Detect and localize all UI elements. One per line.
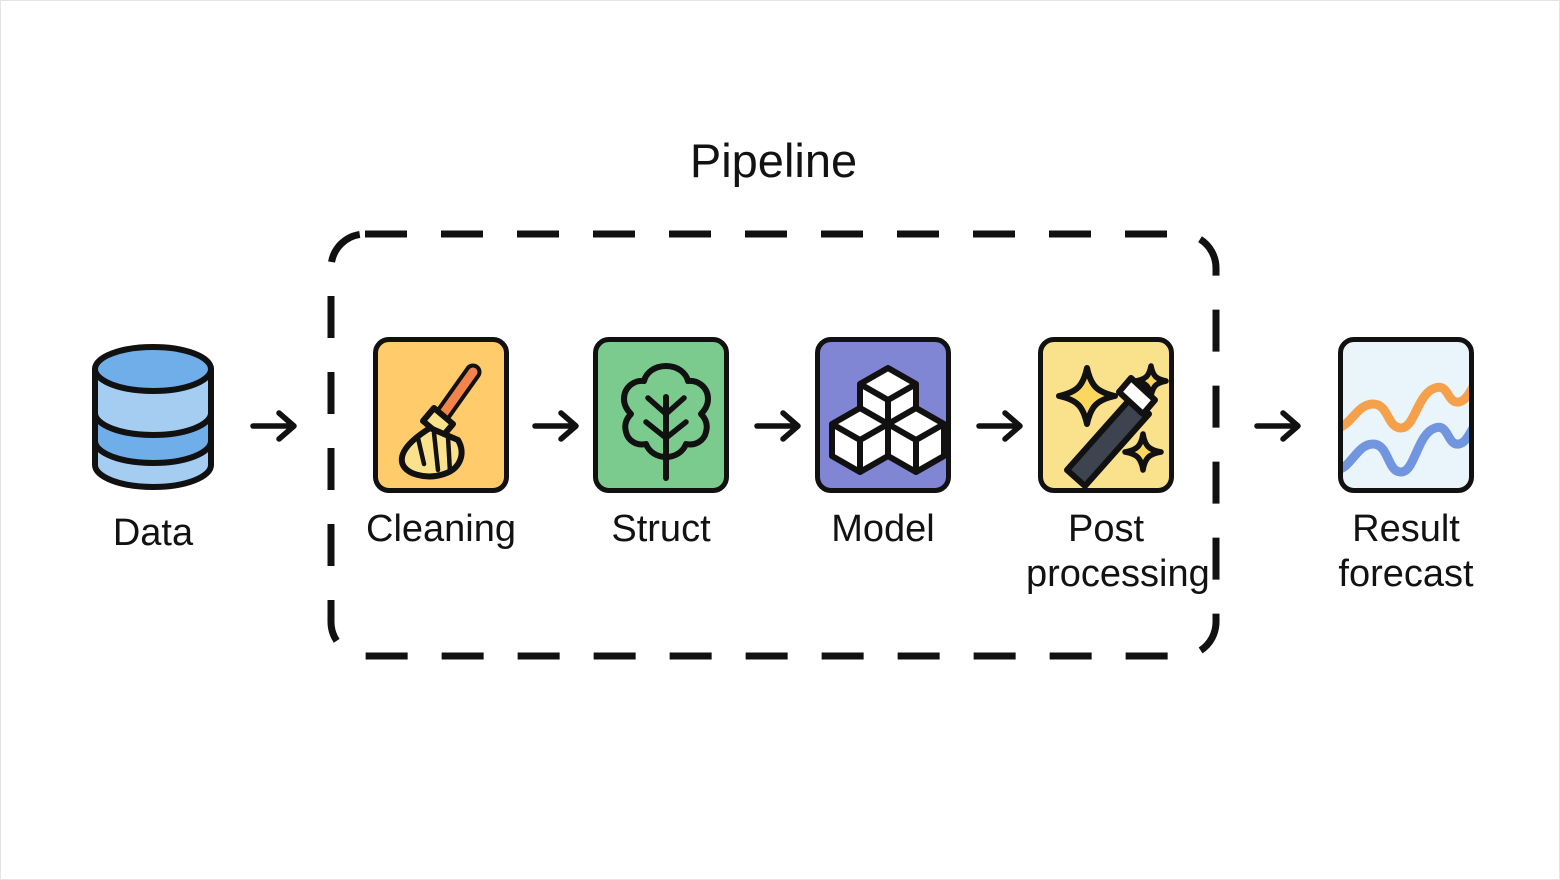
pipeline-group-box — [326, 229, 1221, 661]
magic-wand-icon — [1056, 363, 1169, 488]
broom-icon — [398, 363, 482, 480]
cleaning-tile — [373, 337, 509, 493]
tree-icon — [621, 363, 711, 481]
arrow-right-icon-post-to-result — [1253, 406, 1309, 446]
line-chart-icon — [1343, 382, 1469, 477]
arrow-right-icon-data-to-cleaning — [249, 406, 305, 446]
node-label-struct: Struct — [611, 508, 711, 550]
post-processing-tile — [1038, 337, 1174, 493]
model-tile — [815, 337, 951, 493]
node-cleaning[interactable]: Cleaning — [361, 337, 521, 552]
node-model[interactable]: Model — [803, 337, 963, 552]
database-icon — [73, 337, 233, 497]
node-label-data: Data — [112, 512, 194, 554]
pipeline-group-box-outline — [327, 230, 1220, 660]
node-post-processing[interactable]: Post processing — [1026, 337, 1210, 597]
node-result-forecast[interactable]: Result forecast — [1326, 337, 1486, 597]
node-label-result-forecast: Result forecast — [1338, 508, 1474, 595]
node-label-cleaning: Cleaning — [366, 508, 516, 550]
node-struct[interactable]: Struct — [581, 337, 741, 552]
struct-tile — [593, 337, 729, 493]
arrow-right-icon-model-to-post — [975, 406, 1031, 446]
cubes-icon — [829, 365, 946, 475]
arrow-right-icon-struct-to-model — [753, 406, 809, 446]
node-label-model: Model — [831, 508, 935, 550]
node-label-post-processing: Post processing — [1026, 508, 1210, 595]
result-forecast-tile — [1338, 337, 1474, 493]
page-title: Pipeline — [689, 134, 858, 187]
node-data[interactable]: Data — [73, 337, 233, 556]
arrow-right-icon-cleaning-to-struct — [531, 406, 587, 446]
